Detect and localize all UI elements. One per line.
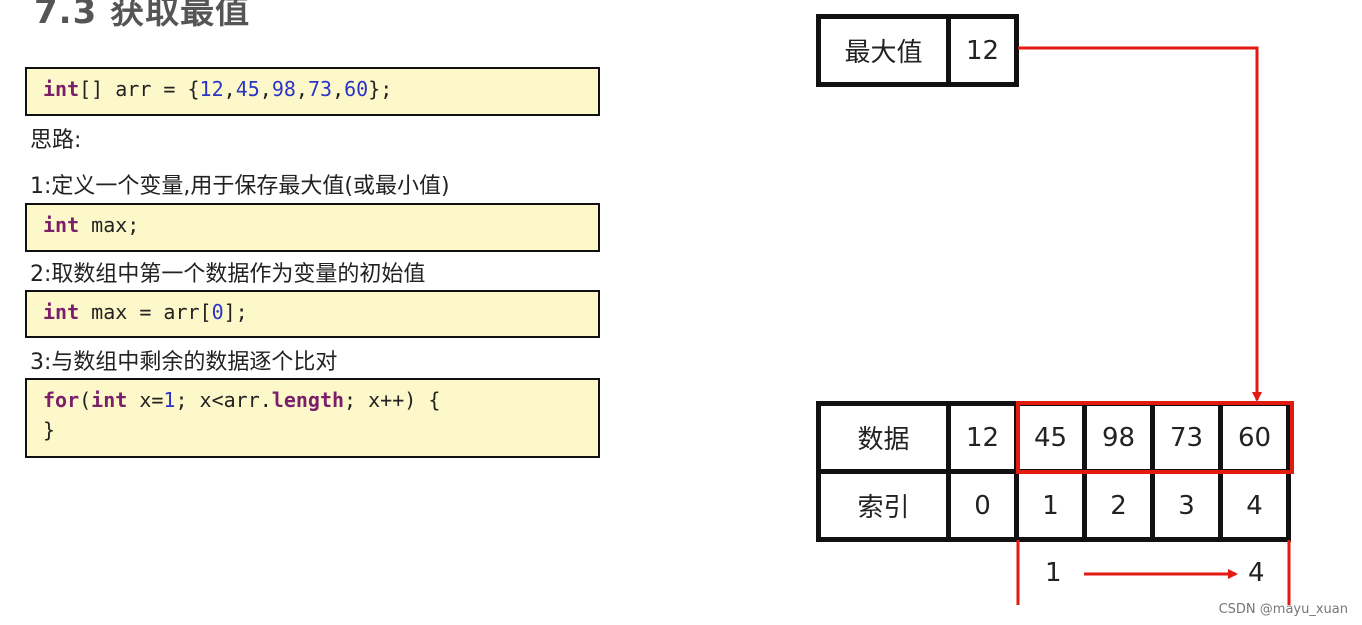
- array-value: 60: [1218, 401, 1291, 474]
- max-value: 12: [946, 14, 1019, 87]
- code-keyword: int: [43, 213, 80, 237]
- code-text: max = arr[: [79, 300, 212, 324]
- code-number: 0: [211, 300, 224, 324]
- code-text: };: [368, 77, 393, 101]
- code-text: ; x++) {: [344, 388, 441, 412]
- code-text: (: [79, 388, 92, 412]
- row-label-data: 数据: [816, 401, 951, 474]
- max-value-box: 最大值 12: [816, 14, 1019, 87]
- compare-arrow: [1018, 46, 1262, 402]
- array-index: 4: [1218, 469, 1291, 542]
- code-block-array-decl: int[] arr = {12,45,98,73,60};: [25, 67, 600, 116]
- array-value: 73: [1150, 401, 1223, 474]
- max-label: 最大值: [816, 14, 951, 87]
- code-number: 73: [307, 77, 333, 101]
- code-keyword: int: [43, 300, 80, 324]
- code-text: max;: [79, 213, 140, 237]
- array-table: 数据 12 45 98 73 60 索引 0 1 2 3 4: [816, 401, 1291, 542]
- code-keyword: int: [91, 388, 128, 412]
- range-end-label: 4: [1248, 558, 1265, 588]
- watermark: CSDN @mayu_xuan: [1218, 602, 1348, 617]
- code-block-max-decl: int max;: [25, 203, 600, 252]
- array-value: 98: [1082, 401, 1155, 474]
- code-text: }: [43, 418, 56, 442]
- step-3-text: 3:与数组中剩余的数据逐个比对: [30, 350, 338, 375]
- code-keyword: int: [43, 77, 80, 101]
- page-heading: 7.3 获取最值: [34, 0, 251, 32]
- code-number: 12: [199, 77, 224, 101]
- array-value: 12: [946, 401, 1019, 474]
- array-value: 45: [1014, 401, 1087, 474]
- code-sep: ,: [295, 77, 308, 101]
- index-row: 索引 0 1 2 3 4: [816, 469, 1291, 542]
- remaining-values-highlight: [1016, 401, 1294, 474]
- code-number: 60: [344, 77, 369, 101]
- code-block-max-init: int max = arr[0];: [25, 290, 600, 338]
- array-index: 0: [946, 469, 1019, 542]
- code-number: 45: [235, 77, 260, 101]
- code-sep: ,: [259, 77, 272, 101]
- step-1-text: 1:定义一个变量,用于保存最大值(或最小值): [30, 174, 450, 199]
- code-text: ; x<arr.: [175, 388, 272, 412]
- step-2-text: 2:取数组中第一个数据作为变量的初始值: [30, 262, 426, 287]
- row-label-index: 索引: [816, 469, 951, 542]
- thinking-label: 思路:: [30, 128, 82, 153]
- code-number: 98: [271, 77, 296, 101]
- code-keyword: for: [43, 388, 80, 412]
- code-text: [] arr = {: [79, 77, 200, 101]
- code-text: x=: [127, 388, 164, 412]
- range-start-label: 1: [1045, 558, 1062, 588]
- code-number: 1: [163, 388, 176, 412]
- array-index: 3: [1150, 469, 1223, 542]
- data-row: 数据 12 45 98 73 60: [816, 401, 1291, 474]
- code-sep: ,: [332, 77, 345, 101]
- code-block-for-loop: for(int x=1; x<arr.length; x++) { }: [25, 378, 600, 458]
- code-sep: ,: [223, 77, 236, 101]
- code-keyword: length: [271, 388, 345, 412]
- code-text: ];: [223, 300, 248, 324]
